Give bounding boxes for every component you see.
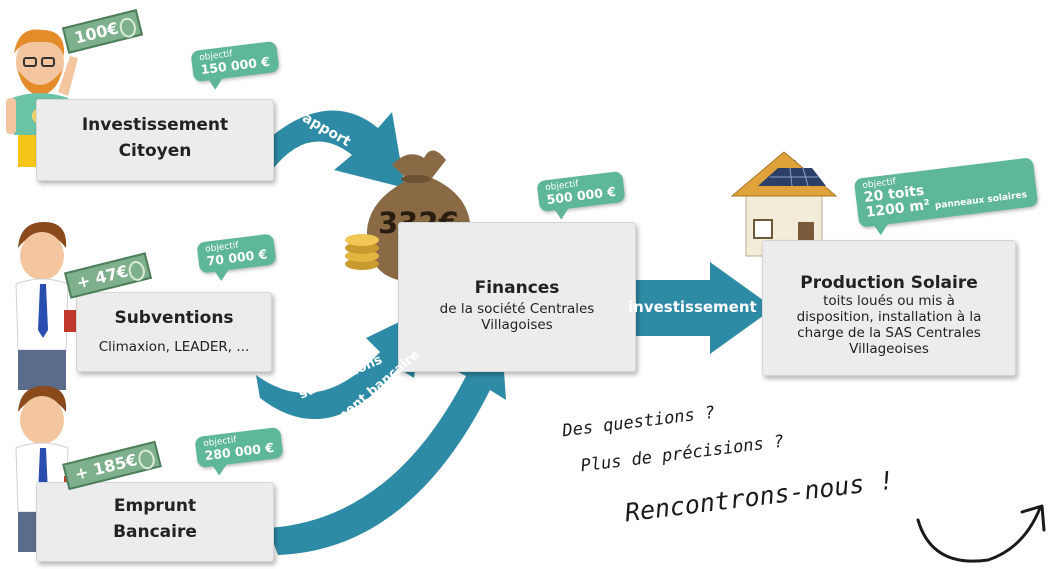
box-line: charge de la SAS Centrales [797, 325, 981, 341]
curved-arrow-icon [916, 504, 1046, 563]
box-production-solaire: Production Solaire toits loués ou mis à … [762, 240, 1016, 376]
box-line: de la société Centrales [439, 301, 595, 317]
box-subventions: Subventions Climaxion, LEADER, ... [76, 292, 272, 372]
coins-icon [345, 234, 379, 270]
box-investissement-citoyen: Investissement Citoyen [36, 99, 274, 181]
box-emprunt-bancaire: Emprunt Bancaire [36, 482, 274, 562]
arrow-label-investissement: investissement [628, 298, 757, 316]
box-title: Production Solaire [800, 273, 978, 293]
arrow-subventions [256, 310, 424, 420]
box-line: Villagoises [481, 317, 553, 333]
box-subtitle: Climaxion, LEADER, ... [98, 339, 250, 355]
box-title: Investissement [81, 115, 229, 135]
arrow-apport [258, 110, 405, 188]
box-line: Villageoises [849, 341, 929, 357]
box-title: Emprunt [113, 496, 197, 516]
box-line: toits loués ou mis à [823, 293, 955, 309]
box-title: Citoyen [118, 141, 192, 161]
box-title: Finances [474, 278, 560, 298]
box-line: disposition, installation à la [796, 309, 982, 325]
box-title: Bancaire [113, 522, 197, 542]
arrow-investissement [622, 262, 774, 354]
box-finances: Finances de la société Centrales Villago… [398, 222, 636, 372]
businessman-character-icon [15, 222, 78, 390]
box-title: Subventions [114, 308, 234, 328]
